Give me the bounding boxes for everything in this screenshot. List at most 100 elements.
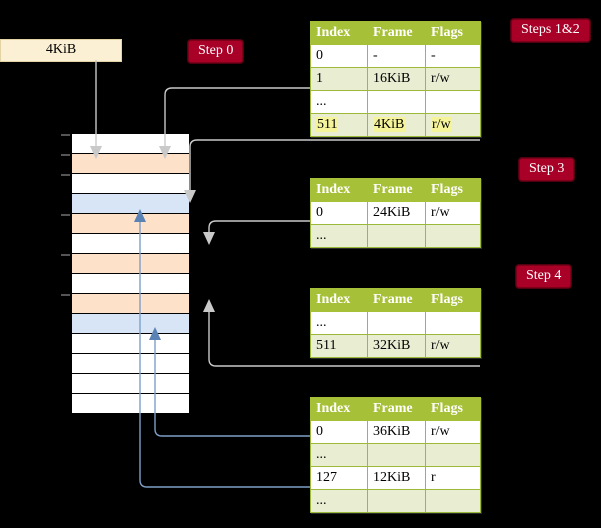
cell-flags [425, 311, 481, 335]
arrow-head-down-icon [203, 232, 215, 245]
memory-row [71, 173, 190, 194]
column-header-frame: Frame [367, 178, 426, 202]
memory-tick [61, 294, 70, 296]
table-header-row: Index Frame Flags [310, 21, 481, 45]
cell-index: ... [310, 224, 368, 248]
cell-flags [425, 90, 481, 114]
table-row: 0 - - [310, 44, 481, 68]
cell-index: 1 [310, 67, 368, 91]
cell-frame [367, 224, 426, 248]
cell-flags: r/w [425, 201, 481, 225]
cell-index: ... [310, 311, 368, 335]
memory-row [71, 293, 190, 314]
memory-tick [61, 174, 70, 176]
memory-row [71, 373, 190, 394]
table-row: 511 32KiB r/w [310, 334, 481, 358]
cell-flags: r [425, 466, 481, 490]
table-row: 127 12KiB r [310, 466, 481, 490]
cell-flags [425, 443, 481, 467]
column-header-index: Index [310, 178, 368, 202]
table-row: 0 24KiB r/w [310, 201, 481, 225]
cell-frame: 24KiB [367, 201, 426, 225]
table-header-row: Index Frame Flags [310, 397, 481, 421]
column-header-frame: Frame [367, 288, 426, 312]
page-table-level-3: Index Frame Flags 0 36KiB r/w ... 127 12… [310, 397, 481, 513]
memory-tick [61, 214, 70, 216]
memory-row [71, 133, 190, 154]
memory-row [71, 273, 190, 294]
memory-row [71, 213, 190, 234]
cell-frame: 12KiB [367, 466, 426, 490]
table-row: ... [310, 443, 481, 467]
source-frame-box: 4KiB [0, 39, 122, 62]
page-table-level-1: Index Frame Flags 0 24KiB r/w ... [310, 178, 481, 248]
memory-row [71, 153, 190, 174]
table-row: 0 36KiB r/w [310, 420, 481, 444]
memory-row [71, 253, 190, 274]
table-row: ... [310, 90, 481, 114]
cell-flags: r/w [425, 113, 481, 137]
physical-memory-column [71, 133, 190, 415]
column-header-flags: Flags [425, 397, 481, 421]
cell-frame: 36KiB [367, 420, 426, 444]
cell-index: ... [310, 489, 368, 513]
cell-flags-highlight: r/w [431, 116, 452, 132]
column-header-index: Index [310, 21, 368, 45]
cell-flags: r/w [425, 334, 481, 358]
badge-step-0: Step 0 [188, 40, 244, 63]
table-row: ... [310, 311, 481, 335]
column-header-flags: Flags [425, 178, 481, 202]
cell-frame: 4KiB [367, 113, 426, 137]
cell-frame: - [367, 44, 426, 68]
table-row: ... [310, 489, 481, 513]
cell-index: 0 [310, 44, 368, 68]
memory-tick [61, 254, 70, 256]
cell-index: 0 [310, 201, 368, 225]
cell-flags: - [425, 44, 481, 68]
memory-row [71, 393, 190, 414]
memory-tick [61, 134, 70, 136]
cell-frame [367, 311, 426, 335]
cell-flags: r/w [425, 420, 481, 444]
cell-flags [425, 224, 481, 248]
cell-flags: r/w [425, 67, 481, 91]
memory-row [71, 353, 190, 374]
page-table-level-2: Index Frame Flags ... 511 32KiB r/w [310, 288, 481, 358]
cell-index: 511 [310, 113, 368, 137]
table-header-row: Index Frame Flags [310, 178, 481, 202]
cell-index-highlight: 511 [316, 116, 339, 132]
memory-row [71, 333, 190, 354]
column-header-index: Index [310, 397, 368, 421]
table-row: ... [310, 224, 481, 248]
column-header-index: Index [310, 288, 368, 312]
memory-row [71, 313, 190, 334]
cell-frame: 32KiB [367, 334, 426, 358]
cell-flags [425, 489, 481, 513]
source-frame-label: 4KiB [45, 42, 77, 57]
column-header-frame: Frame [367, 21, 426, 45]
memory-row [71, 233, 190, 254]
table-header-row: Index Frame Flags [310, 288, 481, 312]
memory-row [71, 193, 190, 214]
column-header-frame: Frame [367, 397, 426, 421]
arrow-head-up-icon [203, 299, 215, 312]
cell-frame [367, 90, 426, 114]
cell-index: 511 [310, 334, 368, 358]
cell-index: 0 [310, 420, 368, 444]
cell-index: ... [310, 443, 368, 467]
cell-frame [367, 443, 426, 467]
cell-frame-highlight: 4KiB [373, 116, 406, 132]
cell-index: 127 [310, 466, 368, 490]
table-row: 511 4KiB r/w [310, 113, 481, 137]
cell-index: ... [310, 90, 368, 114]
column-header-flags: Flags [425, 21, 481, 45]
badge-steps-1-2: Steps 1&2 [511, 19, 590, 42]
table-row: 1 16KiB r/w [310, 67, 481, 91]
cell-frame: 16KiB [367, 67, 426, 91]
cell-frame [367, 489, 426, 513]
page-table-level-0: Index Frame Flags 0 - - 1 16KiB r/w ... … [310, 21, 481, 137]
badge-step-4: Step 4 [516, 265, 572, 288]
column-header-flags: Flags [425, 288, 481, 312]
badge-step-3: Step 3 [519, 158, 575, 181]
